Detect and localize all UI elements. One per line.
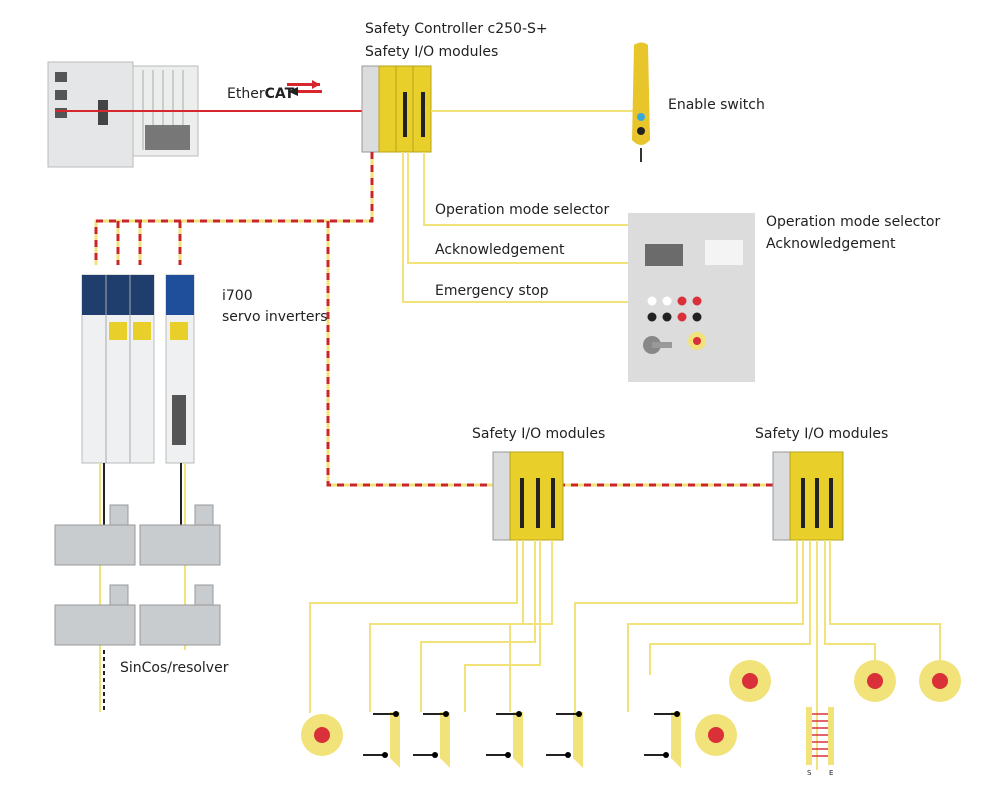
door-switch-icon bbox=[644, 711, 681, 768]
field-wiring bbox=[309, 540, 941, 770]
estop-icon bbox=[729, 660, 771, 702]
controller-label-1: Safety Controller c250-S+ bbox=[365, 21, 548, 37]
operation-mode-selector-line-label: Operation mode selector bbox=[435, 202, 609, 218]
door-switch-icon bbox=[413, 711, 450, 768]
servo-inverters bbox=[81, 274, 195, 464]
acknowledgement-line-label: Acknowledgement bbox=[435, 242, 565, 258]
door-switches bbox=[363, 711, 681, 768]
light-curtain: S E bbox=[806, 707, 834, 777]
panel-label-2: Acknowledgement bbox=[766, 236, 896, 252]
estop-icon bbox=[919, 660, 961, 702]
emergency-stop-line-label: Emergency stop bbox=[435, 283, 549, 299]
inverters-label-1: i700 bbox=[222, 288, 253, 304]
estop-icon bbox=[854, 660, 896, 702]
light-curtain-s-label: S bbox=[807, 769, 812, 777]
enable-switch-label: Enable switch bbox=[668, 97, 765, 113]
servo-motors bbox=[54, 504, 221, 646]
emergency-stop-buttons bbox=[301, 660, 961, 756]
safety-io-module-2 bbox=[772, 451, 844, 541]
panel-signal-lines bbox=[402, 152, 630, 303]
ethercat-logo: EtherCAT bbox=[227, 86, 295, 102]
io-modules-1-label: Safety I/O modules bbox=[472, 426, 605, 442]
controller-label-2: Safety I/O modules bbox=[365, 44, 498, 60]
door-switch-icon bbox=[363, 711, 400, 768]
estop-icon bbox=[695, 714, 737, 756]
io-modules-2-label: Safety I/O modules bbox=[755, 426, 888, 442]
plc-controller bbox=[47, 61, 199, 168]
panel-label-1: Operation mode selector bbox=[766, 214, 940, 230]
safety-bus bbox=[94, 152, 780, 487]
door-switch-icon bbox=[546, 711, 583, 768]
inverters-label-2: servo inverters bbox=[222, 309, 328, 325]
sincos-label: SinCos/resolver bbox=[120, 660, 229, 676]
safety-io-module-1 bbox=[492, 451, 564, 541]
safety-controller bbox=[361, 65, 432, 153]
door-switch-icon bbox=[486, 711, 523, 768]
operator-panel bbox=[628, 213, 755, 382]
estop-icon bbox=[301, 714, 343, 756]
light-curtain-e-label: E bbox=[829, 769, 833, 777]
ethercat-arrows-icon bbox=[287, 80, 322, 96]
enable-switch bbox=[632, 42, 650, 162]
